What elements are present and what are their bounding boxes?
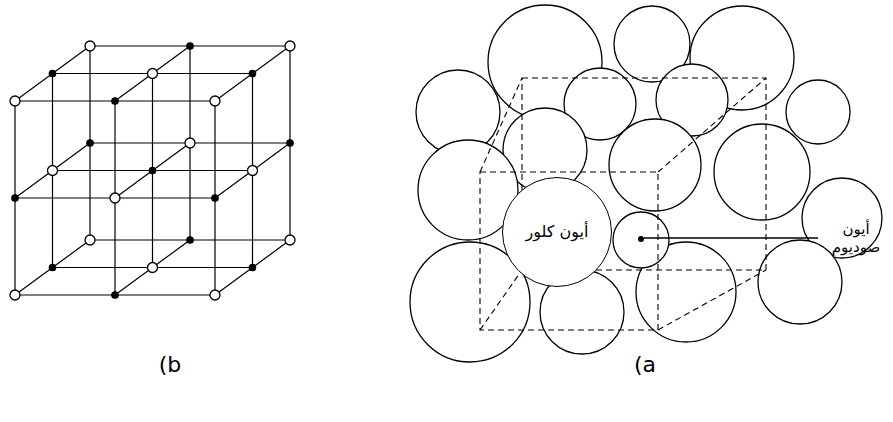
chloride-site: [85, 235, 95, 245]
sodium-site: [149, 167, 155, 173]
lattice-line: [15, 171, 53, 199]
sodium-site: [287, 140, 293, 146]
lattice-line: [15, 294, 115, 295]
lattice-line: [253, 46, 291, 74]
lattice-line: [115, 171, 153, 199]
chloride-site: [148, 69, 158, 79]
lattice-line: [90, 142, 190, 143]
lattice-line: [253, 143, 291, 171]
sodium-site: [49, 70, 55, 76]
lattice-line: [252, 74, 253, 171]
lattice-line: [189, 46, 190, 143]
lattice-line: [153, 240, 191, 268]
chloride-site: [48, 166, 58, 176]
lattice-line: [114, 101, 115, 198]
lattice-line: [15, 197, 115, 198]
lattice-line: [53, 143, 91, 171]
lattice-line: [115, 100, 215, 101]
lattice-line: [153, 267, 253, 268]
lattice-line: [53, 46, 91, 74]
lattice-line: [53, 73, 153, 74]
lattice-line: [190, 142, 290, 143]
lattice-line: [190, 45, 290, 46]
ion-circle: أيون كلور: [502, 177, 612, 287]
lattice-line: [52, 74, 53, 171]
lattice-line: [14, 198, 15, 295]
lattice-line: [190, 239, 290, 240]
lattice-line: [252, 171, 253, 268]
sodium-site: [187, 43, 193, 49]
chloride-site: [285, 235, 295, 245]
chloride-site: [10, 290, 20, 300]
lattice-line: [115, 74, 153, 102]
sodium-site: [112, 98, 118, 104]
lattice-line: [152, 171, 153, 268]
sodium-site: [187, 237, 193, 243]
lattice-line: [53, 267, 153, 268]
chloride-site: [210, 290, 220, 300]
lattice-line: [214, 198, 215, 295]
sodium-site: [49, 264, 55, 270]
sodium-site: [249, 70, 255, 76]
lattice-line: [115, 294, 215, 295]
sodium-site: [12, 195, 18, 201]
lattice-line: [90, 239, 190, 240]
lattice-line: [152, 74, 153, 171]
sodium-site: [112, 292, 118, 298]
lattice-line: [15, 74, 53, 102]
lattice-line: [253, 240, 291, 268]
lattice-line: [189, 143, 190, 240]
chloride-site: [248, 166, 258, 176]
sodium-site: [249, 264, 255, 270]
lattice-line: [153, 143, 191, 171]
lattice-line: [153, 73, 253, 74]
lattice-line: [89, 143, 90, 240]
ion-label: أيون كلور: [526, 222, 589, 241]
lattice-line: [90, 45, 190, 46]
lattice-line: [115, 197, 215, 198]
lattice-line: [214, 101, 215, 198]
panel-label: (a: [615, 352, 675, 378]
lattice-line: [52, 171, 53, 268]
lattice-line: [15, 268, 53, 296]
sodium-site: [87, 140, 93, 146]
chloride-site: [110, 193, 120, 203]
lattice-line: [15, 100, 115, 101]
lattice-line: [115, 268, 153, 296]
lattice-line: [215, 268, 253, 296]
lattice-line: [289, 46, 290, 143]
chloride-site: [148, 263, 158, 273]
lattice-line: [215, 171, 253, 199]
lattice-line: [114, 198, 115, 295]
lattice-line: [14, 101, 15, 198]
lattice-line: [153, 170, 253, 171]
lattice-line: [289, 143, 290, 240]
lattice-line: [215, 74, 253, 102]
panel-label: (b: [140, 352, 200, 378]
chloride-site: [285, 41, 295, 51]
sodium-site: [212, 195, 218, 201]
lattice-line: [89, 46, 90, 143]
ion-label: أيون صوديوم: [822, 220, 890, 256]
chloride-site: [185, 138, 195, 148]
chloride-site: [210, 96, 220, 106]
chloride-site: [10, 96, 20, 106]
lattice-line: [153, 46, 191, 74]
lattice-line: [53, 170, 153, 171]
lattice-line: [53, 240, 91, 268]
chloride-site: [85, 41, 95, 51]
